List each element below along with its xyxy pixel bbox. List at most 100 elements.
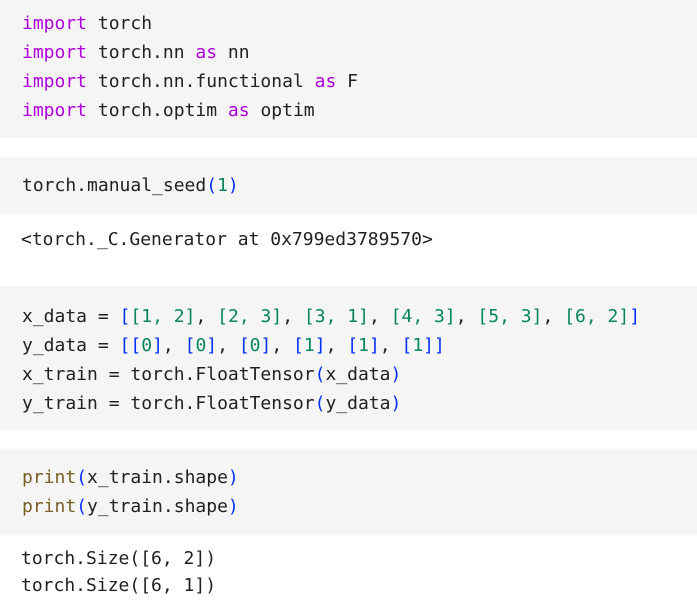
- bracket-open: [: [119, 306, 131, 327]
- bracket-close: ]: [444, 306, 456, 327]
- separator: ,: [271, 335, 294, 356]
- print-arg: x_train.shape: [87, 467, 228, 488]
- keyword-import: import: [22, 42, 88, 63]
- bracket-open: [: [347, 335, 359, 356]
- bracket-close: ]: [314, 335, 326, 356]
- list-value: 2: [227, 306, 239, 327]
- list-value: 0: [249, 335, 261, 356]
- code-cell-imports[interactable]: import torch import torch.nn as nn impor…: [0, 0, 697, 138]
- paren-close: ): [390, 393, 402, 414]
- list-value: 1: [358, 335, 369, 356]
- x-data-assign: x_data =: [22, 306, 120, 327]
- bracket-open: [: [477, 306, 489, 327]
- list-value: 3: [260, 306, 272, 327]
- list-value: 3: [434, 306, 445, 327]
- output-line-y-shape: torch.Size([6, 1]): [21, 575, 217, 596]
- separator: ,: [412, 306, 435, 327]
- paren-close: ): [227, 496, 239, 517]
- module-name: torch.nn: [87, 42, 196, 63]
- list-value: 6: [574, 306, 586, 327]
- code-line-import-optim: import torch.optim as optim: [22, 96, 697, 125]
- list-value: 2: [173, 306, 185, 327]
- separator: ,: [195, 306, 218, 327]
- bracket-open: [: [217, 306, 228, 327]
- keyword-import: import: [22, 100, 88, 121]
- code-cell-print[interactable]: print(x_train.shape) print(y_train.shape…: [0, 449, 697, 535]
- output-line-x-shape: torch.Size([6, 2]): [21, 548, 217, 569]
- bracket-close: ]: [184, 306, 196, 327]
- module-name: torch.optim: [87, 100, 228, 121]
- separator: ,: [162, 335, 185, 356]
- list-value: 1: [412, 335, 424, 356]
- function-call: torch.manual_seed: [22, 175, 207, 196]
- bracket-close: ]: [629, 306, 641, 327]
- code-line-y-train: y_train = torch.FloatTensor(y_data): [22, 389, 697, 418]
- y-train-assign: y_train = torch.FloatTensor: [22, 393, 315, 414]
- bracket-close: ]: [423, 335, 435, 356]
- separator: ,: [455, 306, 478, 327]
- separator: ,: [238, 306, 261, 327]
- keyword-as: as: [195, 42, 218, 63]
- bracket-close: ]: [531, 306, 543, 327]
- list-value: 0: [195, 335, 207, 356]
- keyword-as: as: [227, 100, 250, 121]
- keyword-import: import: [22, 71, 88, 92]
- bracket-open: [: [184, 335, 196, 356]
- bracket-open: [: [119, 335, 131, 356]
- separator: ,: [217, 335, 239, 356]
- paren-close: ): [227, 175, 239, 196]
- module-alias: optim: [249, 100, 315, 121]
- bracket-open: [: [564, 306, 575, 327]
- output-cell-seed: <torch._C.Generator at 0x799ed3789570>: [0, 225, 697, 255]
- separator: ,: [499, 306, 521, 327]
- bracket-close: ]: [152, 335, 163, 356]
- bracket-close: ]: [434, 335, 445, 356]
- module-name: torch.nn.functional: [87, 71, 315, 92]
- separator: ,: [152, 306, 174, 327]
- keyword-as: as: [314, 71, 337, 92]
- bracket-open: [: [130, 335, 142, 356]
- bracket-close: ]: [618, 306, 630, 327]
- paren-close: ): [227, 467, 239, 488]
- bracket-open: [: [401, 335, 413, 356]
- paren-open: (: [314, 393, 326, 414]
- list-value: 3: [314, 306, 326, 327]
- list-value: 4: [401, 306, 413, 327]
- separator: ,: [542, 306, 565, 327]
- y-train-arg: y_data: [325, 393, 391, 414]
- list-value: 1: [347, 306, 359, 327]
- list-value: 0: [141, 335, 153, 356]
- code-line-manual-seed: torch.manual_seed(1): [22, 171, 697, 200]
- separator: ,: [585, 306, 608, 327]
- seed-value: 1: [217, 175, 228, 196]
- code-cell-seed[interactable]: torch.manual_seed(1): [0, 157, 697, 214]
- print-function: print: [22, 496, 77, 517]
- paren-open: (: [76, 467, 88, 488]
- separator: ,: [325, 335, 348, 356]
- list-value: 3: [520, 306, 532, 327]
- bracket-close: ]: [271, 306, 283, 327]
- bracket-close: ]: [368, 335, 380, 356]
- paren-open: (: [314, 364, 326, 385]
- separator: ,: [325, 306, 348, 327]
- code-line-y-data: y_data = [[0], [0], [0], [1], [1], [1]]: [22, 331, 697, 360]
- keyword-import: import: [22, 13, 88, 34]
- module-alias: F: [336, 71, 358, 92]
- separator: ,: [379, 335, 402, 356]
- output-line-generator: <torch._C.Generator at 0x799ed3789570>: [21, 229, 433, 250]
- y-data-assign: y_data =: [22, 335, 120, 356]
- code-line-print-x: print(x_train.shape): [22, 463, 697, 492]
- list-value: 5: [488, 306, 500, 327]
- output-cell-print: torch.Size([6, 2]) torch.Size([6, 1]): [0, 545, 697, 604]
- code-line-import-nn: import torch.nn as nn: [22, 38, 697, 67]
- code-cell-data[interactable]: x_data = [[1, 2], [2, 3], [3, 1], [4, 3]…: [0, 286, 697, 430]
- x-train-arg: x_data: [325, 364, 391, 385]
- bracket-open: [: [293, 335, 304, 356]
- separator: ,: [368, 306, 391, 327]
- bracket-open: [: [390, 306, 402, 327]
- code-line-print-y: print(y_train.shape): [22, 492, 697, 521]
- bracket-open: [: [303, 306, 315, 327]
- list-value: 1: [303, 335, 315, 356]
- module-alias: nn: [217, 42, 250, 63]
- bracket-open: [: [238, 335, 250, 356]
